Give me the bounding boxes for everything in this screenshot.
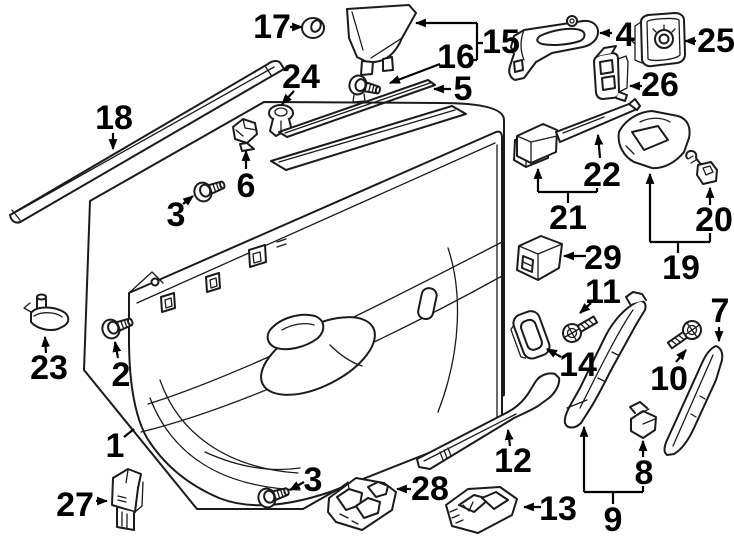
callout-8[interactable]: 8 <box>635 454 654 492</box>
callout-10[interactable]: 10 <box>650 360 688 398</box>
part-mirror-switch-25[interactable] <box>631 12 686 68</box>
callout-18[interactable]: 18 <box>95 99 133 137</box>
callout-16[interactable]: 16 <box>437 38 475 76</box>
part-door-trim-panel-1[interactable] <box>83 101 505 510</box>
part-belt-molding-18[interactable] <box>9 60 285 224</box>
panel-boundary <box>83 101 505 510</box>
callout-17[interactable]: 17 <box>253 8 291 46</box>
callout-11[interactable]: 11 <box>585 273 621 311</box>
part-pull-trim-12[interactable] <box>416 372 561 470</box>
callout-4[interactable]: 4 <box>616 16 635 54</box>
part-switch-26[interactable] <box>593 45 629 102</box>
part-inside-handle-4[interactable] <box>508 15 599 81</box>
callout-28[interactable]: 28 <box>411 470 449 508</box>
part-garnish-9[interactable] <box>563 291 647 429</box>
callout-12[interactable]: 12 <box>494 442 532 480</box>
callout-13[interactable]: 13 <box>539 490 577 528</box>
part-switch-bezel-13[interactable] <box>445 486 518 534</box>
callout-19[interactable]: 19 <box>662 249 700 287</box>
part-switch-29[interactable] <box>516 235 563 281</box>
callout-7[interactable]: 7 <box>711 292 730 330</box>
callout-2[interactable]: 2 <box>112 356 131 394</box>
callout-21[interactable]: 21 <box>549 199 587 237</box>
leader-lines <box>41 18 724 512</box>
part-clip-8[interactable] <box>629 401 657 439</box>
callout-26[interactable]: 26 <box>641 66 679 104</box>
callout-27[interactable]: 27 <box>56 486 94 524</box>
part-carrier-22[interactable] <box>516 98 641 164</box>
callout-labels: 1 2 3 3 4 5 6 7 8 9 10 11 12 13 14 15 16… <box>30 8 734 539</box>
part-switch-27[interactable] <box>111 468 144 531</box>
callout-22[interactable]: 22 <box>583 156 621 194</box>
callout-14[interactable]: 14 <box>559 346 597 384</box>
part-grommet-17[interactable] <box>301 17 325 39</box>
callout-15[interactable]: 15 <box>482 23 520 61</box>
callout-1[interactable]: 1 <box>106 427 125 465</box>
callout-23[interactable]: 23 <box>30 349 68 387</box>
part-bolt-20[interactable] <box>685 150 718 185</box>
part-bracket-19[interactable] <box>617 110 691 170</box>
part-bezel-14[interactable] <box>507 309 552 363</box>
callout-3-top[interactable]: 3 <box>167 196 186 234</box>
callout-24[interactable]: 24 <box>282 58 320 96</box>
part-window-switch-28[interactable] <box>327 477 397 531</box>
callout-3-bottom[interactable]: 3 <box>304 461 323 499</box>
callout-5[interactable]: 5 <box>454 70 473 108</box>
callout-25[interactable]: 25 <box>697 22 734 60</box>
part-trim-strip-7[interactable] <box>663 345 724 456</box>
callout-29[interactable]: 29 <box>584 239 622 277</box>
part-screw-16[interactable] <box>346 72 384 103</box>
callout-20[interactable]: 20 <box>695 201 733 239</box>
part-sail-cover-15[interactable] <box>346 4 417 76</box>
callout-9[interactable]: 9 <box>604 501 623 539</box>
callout-6[interactable]: 6 <box>237 167 256 205</box>
part-clip-23[interactable] <box>23 293 70 332</box>
